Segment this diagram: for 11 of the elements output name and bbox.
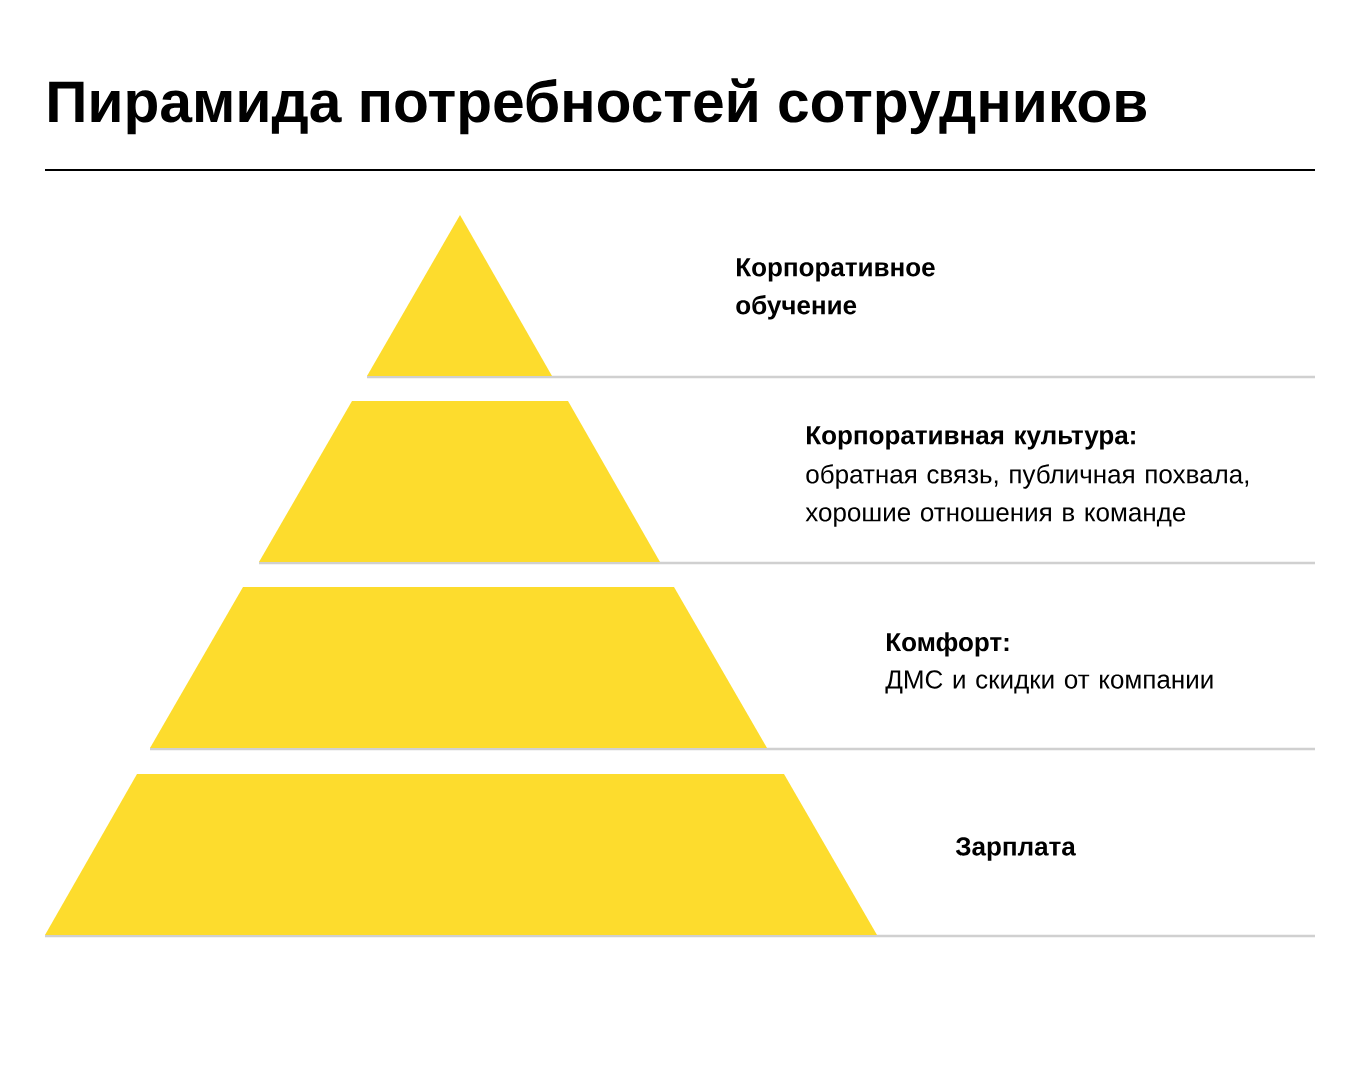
pyramid-layer [150,587,767,748]
layer-heading: Комфорт: [887,632,1009,657]
layer-heading: Корпоративная культура: [807,426,1135,450]
layer-heading: Зарплата [955,837,1076,861]
title: Пирамида потребностей сотрудников [49,78,1146,135]
pyramid-triangle [367,215,552,376]
layer-heading: Корпоративное обучение [736,258,935,320]
pyramid-layer [259,401,660,562]
layer-description: обратная связь, публичная похвала, хорошие отношения в команде [805,464,1249,527]
pyramid-layer [45,774,877,935]
layer-description: ДМС и скидки от компании [885,670,1213,694]
